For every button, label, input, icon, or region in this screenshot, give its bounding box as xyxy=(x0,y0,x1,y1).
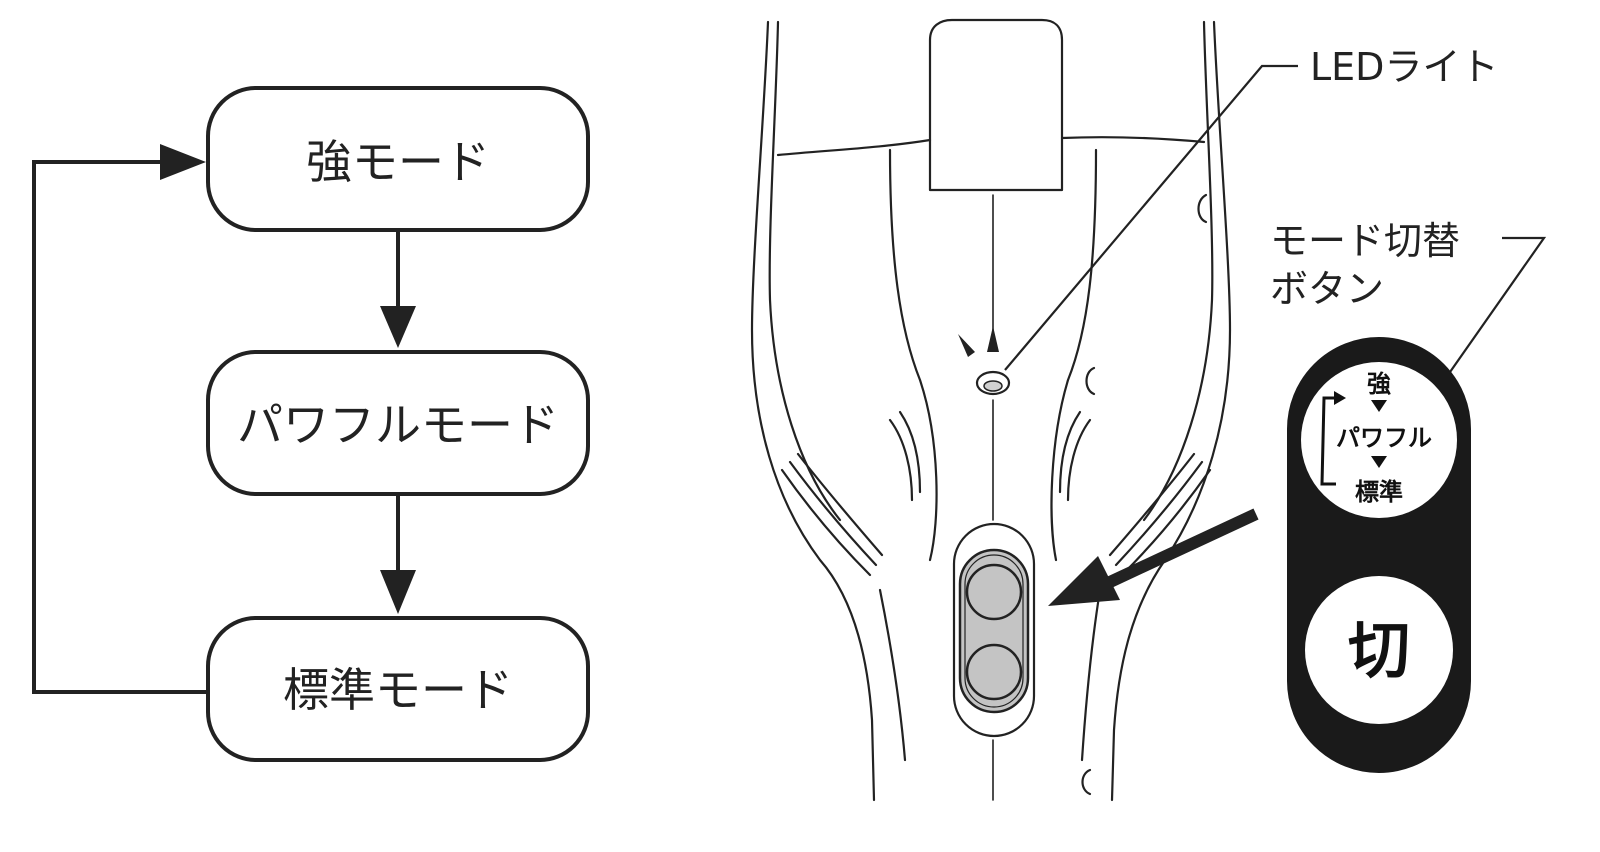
mode-flow: 強モード パワフルモード 標準モード xyxy=(32,86,590,762)
device-button-lower xyxy=(965,643,1023,701)
led-light xyxy=(958,326,1011,396)
panel-cycle-arrow-icon xyxy=(1320,391,1346,486)
mode-switch-label-line1: モード切替 xyxy=(1270,219,1460,263)
arrow-powerful-to-standard xyxy=(380,494,416,614)
strong-mode-label: 強モード xyxy=(306,135,490,189)
led-glow-mark-left xyxy=(958,334,975,357)
led-glow-mark-center xyxy=(987,326,999,352)
standard-mode-box xyxy=(206,616,590,762)
panel-powerful-label: パワフル xyxy=(1336,424,1432,452)
panel-off-label: 切 xyxy=(1348,614,1410,687)
panel-arrow-2 xyxy=(1371,456,1387,468)
pointer-arrow xyxy=(1048,508,1259,606)
panel-standard-label: 標準 xyxy=(1355,478,1403,506)
mode-switch-label-line2: ボタン xyxy=(1270,267,1384,311)
device-illustration xyxy=(750,18,1232,802)
arrow-standard-to-strong xyxy=(32,144,208,694)
panel-arrow-1 xyxy=(1371,400,1387,412)
callout-lines xyxy=(1004,64,1547,393)
powerful-mode-label: パワフルモード xyxy=(237,398,559,452)
device-button-upper xyxy=(965,563,1023,621)
panel-off-button xyxy=(1305,576,1453,724)
panel-strong-label: 強 xyxy=(1367,370,1391,398)
mode-switch-leader-line xyxy=(1435,236,1547,393)
arrow-strong-to-powerful xyxy=(380,230,416,348)
led-light-label: LEDライト xyxy=(1310,45,1498,89)
led-leader-line xyxy=(1004,64,1298,371)
device-mode-button xyxy=(952,522,1036,738)
standard-mode-label: 標準モード xyxy=(283,663,513,717)
button-panel-closeup: 強 パワフル 標準 切 xyxy=(1287,337,1471,773)
